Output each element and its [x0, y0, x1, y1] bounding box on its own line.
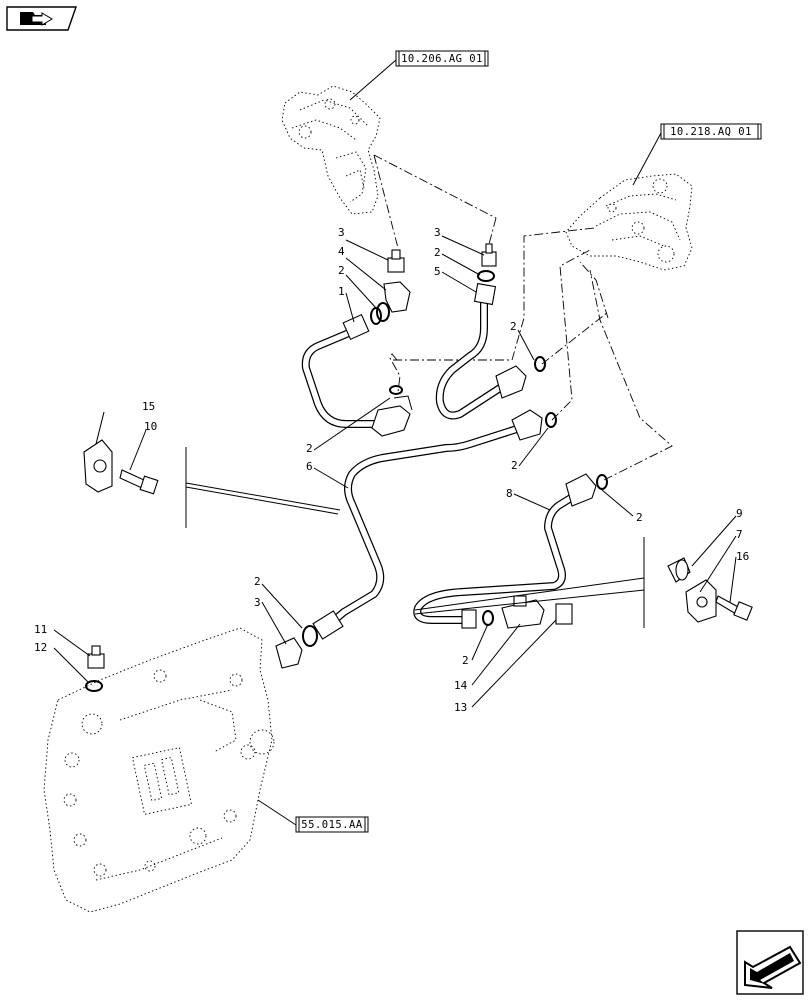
callout-2[interactable]: 2 [338, 264, 345, 277]
pipe-5 [435, 282, 527, 420]
clamp-7 [685, 579, 717, 623]
callout-7[interactable]: 7 [736, 528, 743, 541]
bolt-10 [119, 469, 159, 495]
clamp-15 [83, 439, 113, 493]
callout-12[interactable]: 12 [34, 641, 47, 654]
fitting-3-bottom-left [275, 637, 303, 669]
top-valve-block [281, 85, 381, 215]
connection-lines [373, 154, 673, 481]
callout-16[interactable]: 16 [736, 550, 749, 563]
folder-arrow-icon [20, 12, 53, 26]
o-ring [302, 625, 318, 647]
o-ring [370, 307, 382, 325]
callout-2[interactable]: 2 [254, 575, 261, 588]
fitting-3-top-left [387, 249, 405, 273]
callout-1[interactable]: 1 [338, 285, 345, 298]
callout-3[interactable]: 3 [434, 226, 441, 239]
tee-fitting-14 [501, 595, 545, 629]
callout-2[interactable]: 2 [306, 442, 313, 455]
callout-leaders [53, 235, 737, 708]
callout-3[interactable]: 3 [254, 596, 261, 609]
bolt-16 [715, 595, 753, 621]
pipe-8 [413, 473, 597, 629]
callout-5[interactable]: 5 [434, 265, 441, 278]
callout-2[interactable]: 2 [434, 246, 441, 259]
callout-11[interactable]: 11 [34, 623, 47, 636]
fitting-11 [87, 645, 105, 669]
folder-nav-button[interactable] [6, 6, 77, 31]
callout-9[interactable]: 9 [736, 507, 743, 520]
callout-8[interactable]: 8 [506, 487, 513, 500]
o-ring [85, 680, 103, 692]
callout-3[interactable]: 3 [338, 226, 345, 239]
reference-box-right-valve[interactable]: 10.218.AQ 01 [660, 123, 762, 140]
o-ring [545, 412, 557, 428]
section-lines [185, 447, 645, 628]
callout-6[interactable]: 6 [306, 460, 313, 473]
right-valve-block [565, 173, 693, 271]
adapter-13 [555, 603, 573, 625]
engine-front-cover [43, 627, 275, 913]
o-ring [477, 270, 495, 282]
o-ring [376, 302, 390, 322]
reference-label: 10.206.AG 01 [401, 53, 483, 65]
callout-4[interactable]: 4 [338, 245, 345, 258]
o-ring [534, 356, 546, 372]
next-page-arrow-icon [744, 945, 802, 989]
reference-label: 10.218.AQ 01 [670, 126, 752, 138]
callout-14[interactable]: 14 [454, 679, 468, 692]
fitting-3-top-right [481, 243, 497, 267]
next-page-button[interactable] [736, 930, 804, 995]
reference-box-top-valve[interactable]: 10.206.AG 01 [395, 50, 489, 67]
callout-labels: 3 4 2 1 3 2 5 2 2 6 2 8 2 15 10 2 3 11 1… [34, 226, 749, 714]
reference-box-engine-cover[interactable]: 55.015.AA [295, 816, 369, 833]
callout-2[interactable]: 2 [462, 654, 469, 667]
sleeve-9 [667, 557, 691, 583]
callout-2[interactable]: 2 [511, 459, 518, 472]
reference-label: 55.015.AA [301, 819, 363, 831]
callout-15[interactable]: 15 [142, 400, 155, 413]
callout-2[interactable]: 2 [636, 511, 643, 524]
pipe-1 [301, 313, 413, 437]
callout-2[interactable]: 2 [510, 320, 517, 333]
callout-13[interactable]: 13 [454, 701, 467, 714]
o-ring [389, 385, 403, 395]
callout-10[interactable]: 10 [144, 420, 157, 433]
fitting-4-elbow [383, 281, 411, 313]
o-ring [482, 610, 494, 626]
pipe-6 [312, 409, 543, 640]
o-ring [596, 474, 608, 490]
